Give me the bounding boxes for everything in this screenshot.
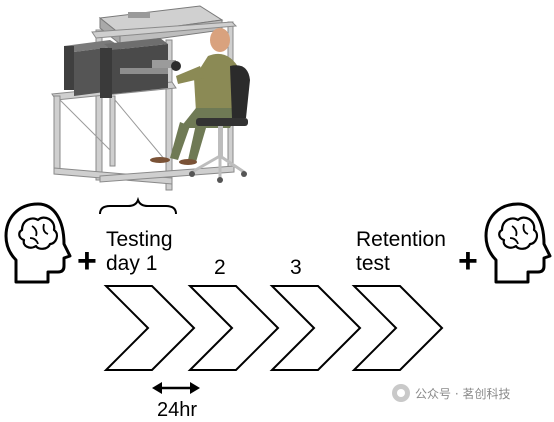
chevron-session-1 — [103, 285, 196, 371]
chair — [189, 65, 250, 183]
chevron-session-2 — [187, 285, 280, 371]
interval-24hr-label: 24hr — [157, 399, 198, 421]
apparatus-illustration — [51, 5, 250, 191]
step-2-label: 2 — [214, 256, 226, 279]
watermark-text: 公众号 · 茗创科技 — [415, 386, 511, 401]
watermark: 公众号 · 茗创科技 — [392, 384, 510, 402]
step-3-label: 3 — [290, 256, 302, 279]
wechat-official-account-icon — [392, 384, 410, 402]
retention-test-label: Retention test — [356, 228, 446, 275]
interval-double-arrow — [152, 382, 200, 394]
plus-sign-right: + — [458, 242, 478, 280]
robot-device — [64, 38, 181, 98]
head-brain-icon — [4, 202, 72, 284]
testing-day-1-label: Testing day 1 — [106, 228, 173, 275]
plus-sign-left: + — [77, 242, 97, 280]
chevron-session-3 — [269, 285, 362, 371]
chevron-retention — [351, 285, 444, 371]
head-brain-icon — [484, 202, 552, 284]
